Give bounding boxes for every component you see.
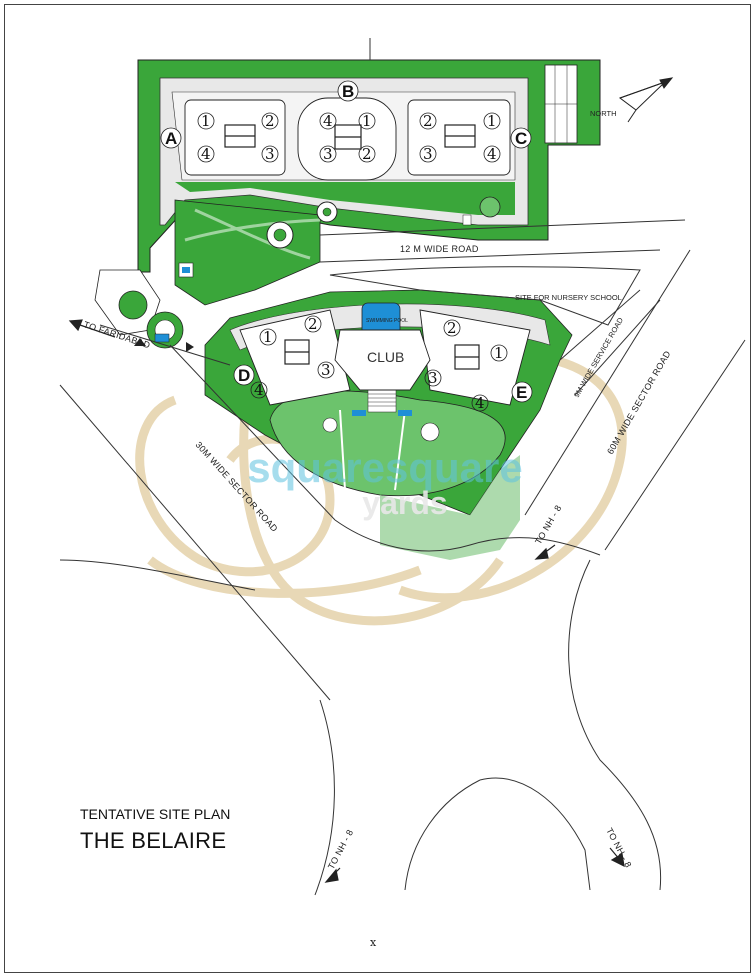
unit-d-1: 1 [263, 328, 273, 346]
unit-a-1: 1 [201, 112, 211, 130]
unit-c-3: 3 [423, 145, 433, 163]
direction-arrows [68, 319, 625, 883]
block-markers: A B C D E [160, 80, 533, 403]
page-border [4, 4, 751, 973]
tower-cores [224, 124, 480, 370]
to-nh8-label-b: TO NH - 8 [326, 828, 355, 871]
park-wedge [174, 196, 501, 306]
unit-b-1: 1 [362, 112, 372, 130]
block-e-label: E [516, 383, 527, 402]
north-arrow-icon [618, 77, 674, 123]
unit-c-2: 2 [423, 112, 433, 130]
unit-b-4: 4 [323, 112, 333, 130]
plan-title: THE BELAIRE [80, 828, 227, 853]
unit-d-4: 4 [254, 381, 264, 399]
unit-c-1: 1 [487, 112, 497, 130]
unit-e-1: 1 [494, 344, 504, 362]
block-c-label: C [515, 129, 527, 148]
plan-title-block: TENTATIVE SITE PLAN THE BELAIRE [80, 806, 230, 854]
nursery-site-label: SITE FOR NURSERY SCHOOL [515, 293, 622, 302]
to-nh8-label-a: TO NH - 8 [533, 503, 563, 546]
north-label: NORTH [590, 109, 617, 118]
pool-label: SWIMMING POOL [366, 318, 408, 324]
unit-numbers [197, 112, 508, 412]
unit-b-2: 2 [362, 145, 372, 163]
unit-d-3: 3 [321, 361, 331, 379]
unit-c-4: 4 [487, 145, 497, 163]
block-d-label: D [238, 366, 250, 385]
unit-b-3: 3 [323, 145, 333, 163]
road-lines [59, 38, 746, 896]
unit-a-2: 2 [265, 112, 275, 130]
block-a-label: A [165, 129, 177, 148]
unit-d-2: 2 [308, 315, 318, 333]
club-label: CLUB [367, 349, 404, 365]
footer-mark: x [370, 936, 377, 949]
unit-e-3: 3 [428, 369, 438, 387]
unit-number-labels: 1 2 4 3 4 1 3 2 2 1 3 4 1 2 4 3 2 1 3 4 [201, 112, 504, 412]
tower-footprints [184, 97, 531, 406]
block-b-label: B [342, 82, 354, 101]
plan-subtitle: TENTATIVE SITE PLAN [80, 806, 231, 822]
unit-a-3: 3 [265, 145, 275, 163]
unit-e-4: 4 [475, 394, 485, 412]
unit-e-2: 2 [447, 319, 457, 337]
entry-plaza [94, 262, 194, 352]
road-12m-label: 12 M WIDE ROAD [400, 244, 479, 254]
unit-a-4: 4 [201, 145, 211, 163]
